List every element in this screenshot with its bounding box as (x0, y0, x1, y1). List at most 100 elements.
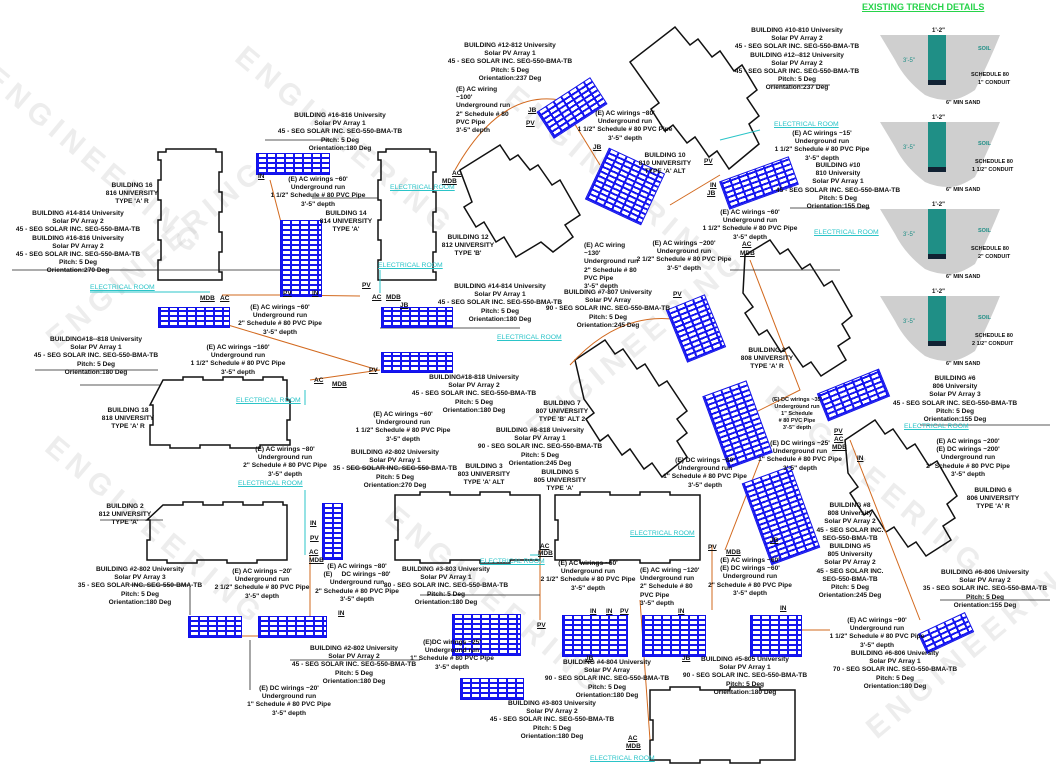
svg-text:6" MIN SAND: 6" MIN SAND (946, 274, 980, 280)
wiring-label: (E) AC wirings ~60' Underground run 1 1/… (355, 411, 451, 443)
electrical-room-label: ELECTRICAL ROOM (630, 530, 695, 537)
svg-text:3'-5": 3'-5" (903, 319, 915, 325)
jb-tag: JB (585, 655, 594, 662)
array-label: BUILDING#18--818 University Solar PV Arr… (33, 336, 159, 376)
pv-array[interactable] (280, 220, 322, 297)
pv-array[interactable] (158, 307, 230, 328)
jb-tag: JB (682, 655, 691, 662)
jb-tag: JB (528, 107, 537, 114)
building-outlines (145, 25, 958, 764)
svg-text:2 1/2" CONDUIT: 2 1/2" CONDUIT (972, 341, 1014, 347)
array-label: BUILDING #3-803 University Solar PV Arra… (383, 566, 509, 606)
wiring-label: (E) DC wirings ~35' Underground run 1" S… (772, 397, 822, 431)
pv-array[interactable] (322, 503, 343, 560)
array-label: BUILDING #10-810 University Solar PV Arr… (734, 27, 860, 92)
ac-tag: AC (834, 436, 844, 443)
ac-tag: AC (372, 294, 382, 301)
wiring-label: (E) AC wirings ~80' Underground run 1 1/… (577, 110, 673, 142)
pv-array[interactable] (256, 153, 330, 175)
wiring-label: (E) AC wiring ~120' Underground run 2" S… (640, 567, 700, 607)
in-tag: IN (857, 455, 864, 462)
jb-tag: JB (770, 537, 779, 544)
in-tag: IN (678, 608, 685, 615)
electrical-room-label: ELECTRICAL ROOM (590, 755, 655, 762)
building-10 (628, 25, 761, 171)
building-label: BUILDING 12 812 UNIVERSITY TYPE 'B' (441, 234, 495, 258)
pv-array[interactable] (642, 615, 706, 657)
svg-text:3'-5": 3'-5" (903, 232, 915, 238)
array-label: BUILDING #6-806 University Solar PV Arra… (922, 569, 1048, 609)
pv-tag: PV (537, 622, 546, 629)
trench-sand: 6" MIN SAND (946, 100, 980, 106)
wiring-label: (E) AC wirings ~20' Underground run 2 1/… (214, 568, 310, 600)
electrical-room-label: ELECTRICAL ROOM (814, 229, 879, 236)
pv-array[interactable] (460, 678, 524, 700)
array-label: BUILDING #5-805 University Solar PV Arra… (682, 656, 808, 696)
pv-array[interactable] (188, 616, 242, 638)
wiring-label: (E) AC wiring ~130' Underground run 2" S… (584, 242, 639, 291)
svg-text:SOIL: SOIL (978, 315, 991, 321)
mdb-tag: MDB (386, 294, 401, 301)
building-label: BUILDING 14 814 UNIVERSITY TYPE 'A' (319, 210, 373, 234)
mdb-tag: MDB (332, 381, 347, 388)
wiring-label: (E) DC wirings ~20' Underground run 1" S… (247, 685, 331, 717)
building-6 (844, 418, 958, 558)
building-label: BUILDING 7 807 UNIVERSITY TYPE 'B' ALT 2 (535, 400, 589, 424)
trench-detail: 1'-2" 3'-5" SOIL SCHEDULE 80 1" CONDUIT … (880, 28, 1011, 106)
building-12 (459, 143, 581, 259)
pv-array[interactable] (452, 614, 521, 656)
mdb-tag: MDB (538, 550, 553, 557)
pv-tag: PV (834, 428, 843, 435)
trench-detail: 1'-2" 3'-5" SOIL SCHEDULE 80 2 1/2" COND… (880, 289, 1014, 367)
jb-tag: JB (400, 302, 409, 309)
pv-array[interactable] (381, 352, 453, 373)
pv-array[interactable] (562, 615, 628, 657)
wiring-label: (E) AC wirings ~80' Underground run 2" S… (243, 446, 327, 478)
pv-array[interactable] (258, 616, 327, 638)
wiring-label: (E) AC wirings ~160' Underground run 1 1… (190, 344, 286, 376)
mdb-tag: MDB (442, 178, 457, 185)
building-3 (394, 491, 541, 564)
pv-tag: PV (283, 290, 292, 297)
pv-tag: PV (310, 535, 319, 542)
wiring-label: (E) AC wirings ~60' Underground run 1 1/… (270, 176, 366, 208)
ac-tag: AC (309, 549, 319, 556)
array-label: BUILDING #6-806 University Solar PV Arra… (832, 650, 958, 690)
ac-tag: AC (628, 735, 638, 742)
wiring-label: (E) AC wirings ~15' Underground run 1 1/… (774, 130, 870, 162)
array-label: BUILDING #6 806 University Solar PV Arra… (892, 375, 1018, 424)
in-tag: IN (780, 605, 787, 612)
in-tag: IN (606, 608, 613, 615)
wiring-label: (E)DC wirings ~25' Underground run 1" Sc… (410, 639, 494, 671)
array-label: BUILDING #7-807 University Solar PV Arra… (545, 289, 671, 329)
jb-tag: JB (593, 144, 602, 151)
mdb-tag: MDB (740, 250, 755, 257)
ac-tag: AC (742, 241, 752, 248)
building-label: BUILDING 2 812 UNIVERSITY TYPE 'A' (98, 503, 152, 527)
building-label: BUILDING 16 816 UNIVERSITY TYPE 'A' R (105, 182, 159, 206)
building-label: BUILDING 3 803 UNIVERSITY TYPE 'A' ALT (457, 463, 511, 487)
building-5 (554, 491, 701, 564)
svg-text:1'-2": 1'-2" (932, 202, 945, 208)
pv-array[interactable] (381, 307, 453, 328)
array-label: BUILDING #2-802 University Solar PV Arra… (332, 449, 458, 489)
wiring-label: (E) AC wirings ~200' Underground run 2 1… (636, 240, 732, 272)
svg-text:3'-5": 3'-5" (903, 145, 915, 151)
svg-text:SOIL: SOIL (978, 141, 991, 147)
array-label: BUILDING #10 810 University Solar PV Arr… (775, 162, 901, 211)
array-label: BUILDING #2-802 University Solar PV Arra… (291, 645, 417, 685)
building-bottom (649, 686, 796, 764)
trench-conduit: 1" CONDUIT (978, 80, 1011, 86)
electrical-room-label: ELECTRICAL ROOM (774, 121, 839, 128)
svg-text:6" MIN SAND: 6" MIN SAND (946, 361, 980, 367)
leader-lines (12, 84, 1050, 690)
trench-soil: SOIL (978, 46, 991, 52)
electrical-room-label: ELECTRICAL ROOM (904, 423, 969, 430)
electrical-room-label: ELECTRICAL ROOM (90, 284, 155, 291)
wiring-label: (E) AC wirings ~60' (E) DC wirings ~60' … (708, 557, 792, 597)
building-label: BUILDING 18 818 UNIVERSITY TYPE 'A' R (101, 407, 155, 431)
pv-array[interactable] (750, 615, 802, 657)
building-18 (148, 376, 291, 449)
mdb-tag: MDB (832, 444, 847, 451)
array-label: BUILDING #8-818 University Solar PV Arra… (477, 427, 603, 467)
